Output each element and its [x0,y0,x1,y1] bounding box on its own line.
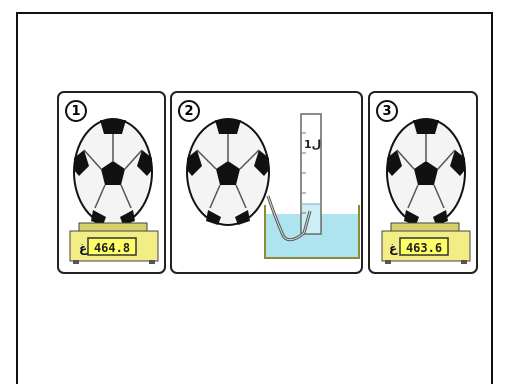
scale-reading-1: 464.8 [94,241,130,255]
outer-frame [16,12,493,384]
digital-scale [69,222,159,264]
step-number-1: 1 [65,100,87,122]
panel-1-weigh-ball: 1 غ 464.8 [57,91,166,274]
step-number-2: 2 [178,100,200,122]
step-number-3: 3 [376,100,398,122]
soccer-ball-icon [73,118,153,226]
soccer-ball-icon [386,118,466,226]
ball-on-scale-drawing: غ 463.6 [381,118,471,264]
cylinder-volume-label: 1ل [304,138,321,151]
scale-reading-3: 463.6 [406,241,442,255]
displacement-drawing: 1ل [186,113,360,259]
panel-2-water-displacement: 2 1ل [170,91,363,274]
digital-scale [381,222,471,264]
unit-gram-label: غ [389,241,398,255]
unit-gram-label: غ [79,241,88,255]
graduated-cylinder [300,113,322,235]
panel-3-weigh-ball: 3 غ 463.6 [368,91,478,274]
ball-on-scale-drawing: غ 464.8 [69,118,159,264]
soccer-ball-icon [186,118,270,226]
